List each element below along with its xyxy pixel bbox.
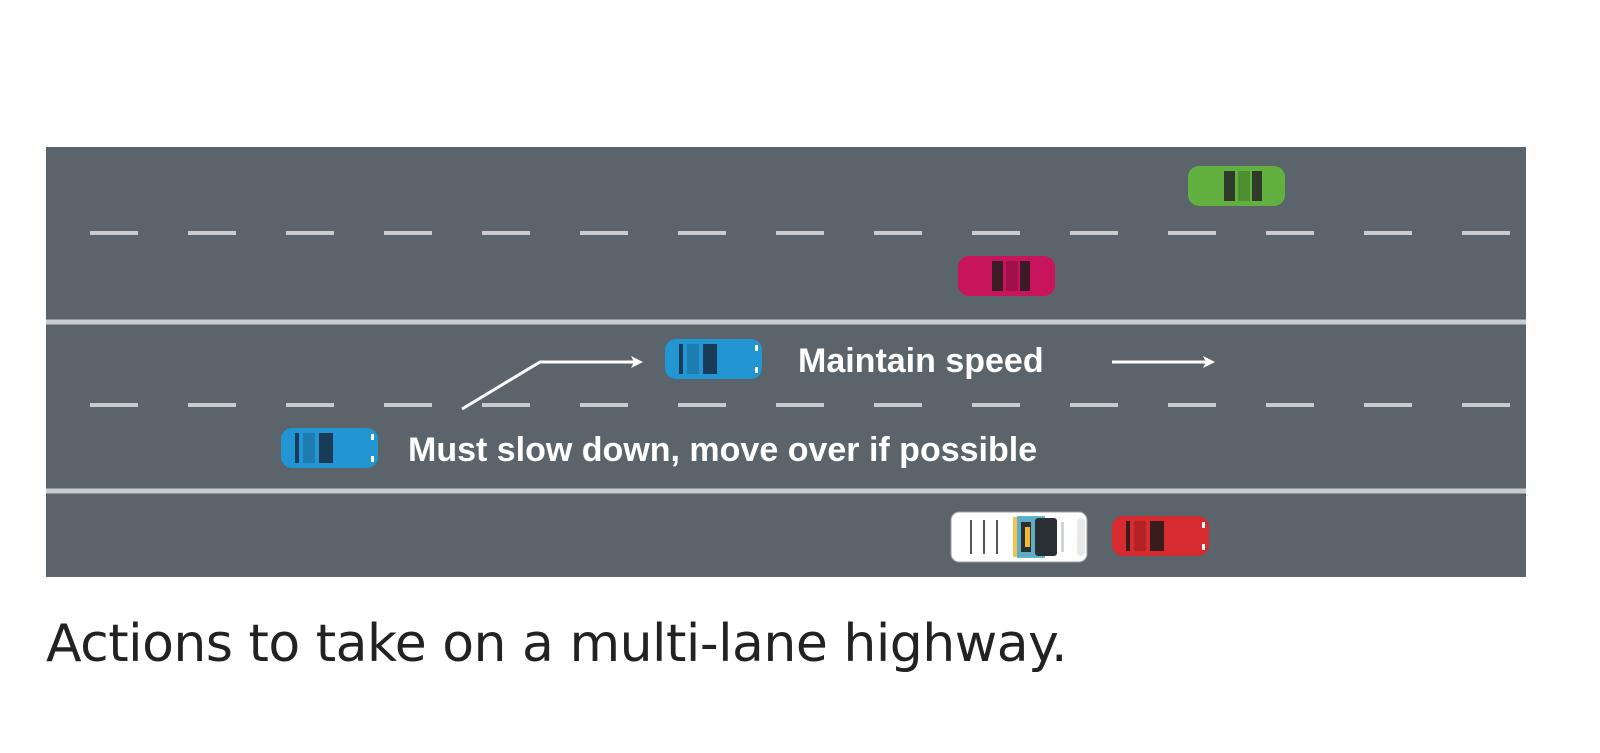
blue-car-ahead — [665, 339, 762, 379]
lane-change-arrow — [461, 356, 643, 411]
maintain-speed-label: Maintain speed — [798, 342, 1044, 380]
road — [46, 147, 1526, 577]
slow-down-label: Must slow down, move over if possible — [408, 431, 1037, 469]
stopped-emergency-vehicle — [950, 511, 1088, 563]
red-car — [1112, 516, 1209, 556]
blue-car-behind — [281, 428, 378, 468]
magenta-car — [958, 256, 1055, 296]
highway-diagram: Maintain speed Must slow down, move over… — [46, 147, 1526, 577]
figure-caption: Actions to take on a multi-lane highway. — [46, 614, 1068, 674]
green-car — [1188, 166, 1285, 206]
